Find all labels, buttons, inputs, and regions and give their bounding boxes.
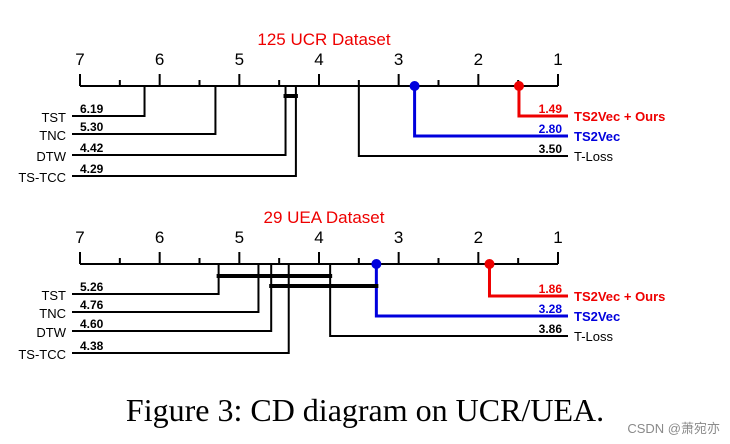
tick-label: 2 <box>474 50 483 69</box>
rank-value: 4.42 <box>80 141 104 155</box>
method-line <box>487 264 568 298</box>
method-name: DTW <box>36 325 66 340</box>
method-name: TNC <box>39 306 66 321</box>
rank-value: 3.50 <box>539 142 563 156</box>
panel-title: 125 UCR Dataset <box>257 30 391 49</box>
rank-value: 2.80 <box>539 122 563 136</box>
method-line <box>517 86 568 118</box>
method-name: TS2Vec <box>574 129 620 144</box>
rank-value: 3.86 <box>539 322 563 336</box>
rank-value: 5.26 <box>80 280 104 294</box>
tick-label: 4 <box>314 228 323 247</box>
method-line <box>72 86 297 177</box>
method-name: TST <box>41 110 66 125</box>
rank-marker <box>371 259 382 269</box>
tick-label: 1 <box>553 228 562 247</box>
tick-label: 2 <box>474 228 483 247</box>
rank-value: 4.60 <box>80 317 104 331</box>
tick-label: 5 <box>235 50 244 69</box>
tick-label: 5 <box>235 228 244 247</box>
method-line <box>374 264 568 318</box>
method-name: T-Loss <box>574 329 614 344</box>
method-line <box>72 86 217 135</box>
rank-value: 5.30 <box>80 120 104 134</box>
tick-label: 1 <box>553 50 562 69</box>
rank-value: 3.28 <box>539 302 563 316</box>
figure-caption: Figure 3: CD diagram on UCR/UEA. <box>125 392 605 428</box>
method-name: TS2Vec + Ours <box>574 109 665 124</box>
method-line <box>72 86 146 117</box>
method-name: TS-TCC <box>18 347 66 362</box>
watermark-text: CSDN @萧宛亦 <box>627 421 720 436</box>
tick-label: 6 <box>155 50 164 69</box>
method-line <box>357 86 568 157</box>
rank-value: 1.49 <box>539 102 563 116</box>
method-line <box>72 264 260 313</box>
tick-label: 7 <box>75 50 84 69</box>
tick-label: 7 <box>75 228 84 247</box>
method-name: TS-TCC <box>18 170 66 185</box>
tick-label: 6 <box>155 228 164 247</box>
method-name: TST <box>41 288 66 303</box>
method-name: DTW <box>36 149 66 164</box>
method-name: TS2Vec <box>574 309 620 324</box>
panel-title: 29 UEA Dataset <box>264 208 385 227</box>
rank-marker <box>484 259 495 269</box>
method-name: T-Loss <box>574 149 614 164</box>
rank-value: 6.19 <box>80 102 104 116</box>
tick-label: 3 <box>394 50 403 69</box>
method-line <box>72 264 290 354</box>
rank-value: 4.76 <box>80 298 104 312</box>
rank-value: 1.86 <box>539 282 563 296</box>
rank-marker <box>513 81 524 91</box>
rank-marker <box>409 81 420 91</box>
rank-value: 4.38 <box>80 339 104 353</box>
tick-label: 3 <box>394 228 403 247</box>
method-line <box>413 86 568 138</box>
tick-label: 4 <box>314 50 323 69</box>
rank-value: 4.29 <box>80 162 104 176</box>
method-name: TNC <box>39 128 66 143</box>
method-line <box>329 264 568 337</box>
method-line <box>72 86 287 156</box>
method-name: TS2Vec + Ours <box>574 289 665 304</box>
